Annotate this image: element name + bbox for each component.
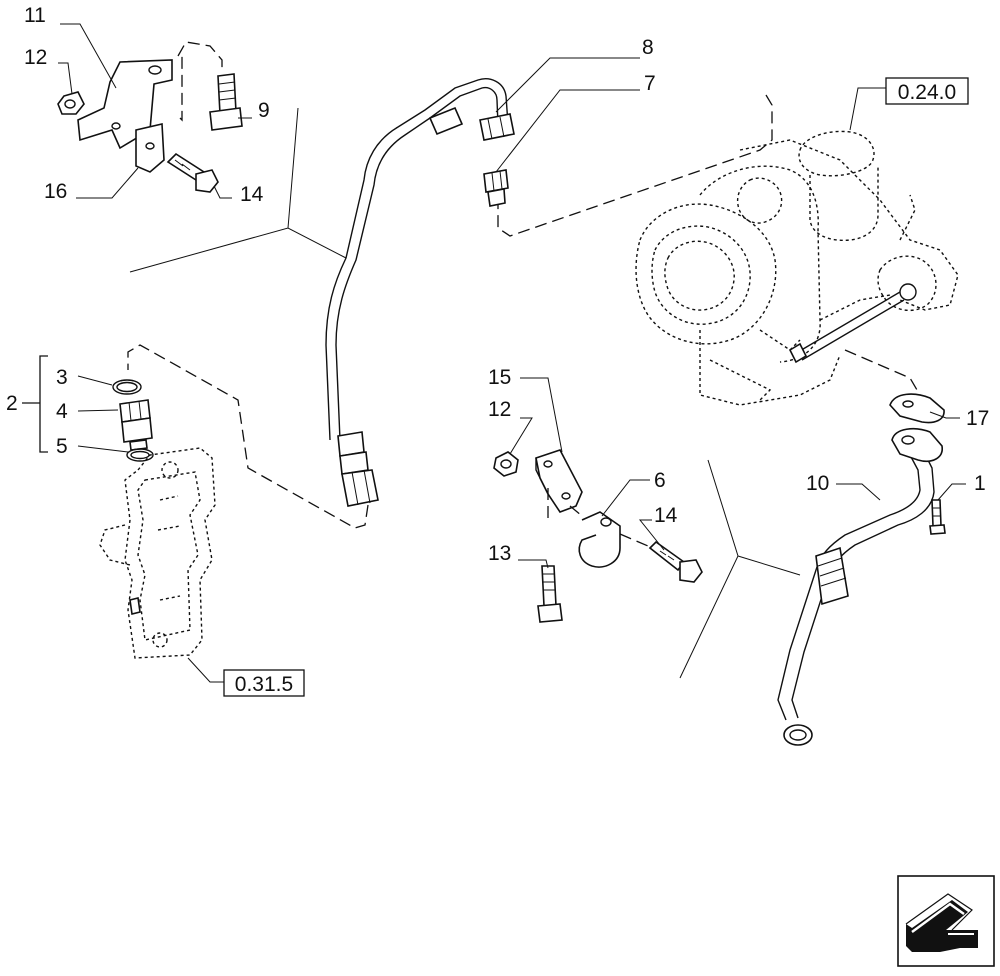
seal-upper <box>112 379 142 395</box>
leader-12-middle <box>509 417 533 455</box>
pressure-sensor <box>119 399 153 451</box>
callout-14-middle: 14 <box>654 504 678 527</box>
direction-arrow-icon[interactable] <box>897 875 995 967</box>
p-clamp <box>578 511 621 568</box>
bolt-thirteen <box>537 565 563 623</box>
bolt-one <box>929 499 946 535</box>
reference-turbocharger[interactable]: 0.24.0 <box>849 77 969 131</box>
reference-label-filter: 0.31.5 <box>235 673 293 696</box>
group-bracket-two <box>22 355 48 453</box>
callout-12-middle: 12 <box>488 398 511 421</box>
assembly-line-pipe-to-filter <box>127 344 369 529</box>
callout-12-upper: 12 <box>24 46 47 69</box>
callout-14-upper: 14 <box>240 183 264 206</box>
banjo-fitting <box>483 169 509 207</box>
leader-10 <box>836 483 881 501</box>
filter-head <box>99 447 216 659</box>
callout-11: 11 <box>24 4 46 27</box>
leader-17 <box>929 411 960 419</box>
assembly-line-clamp <box>569 505 649 547</box>
assembly-line-turbo-to-gasket <box>844 349 921 396</box>
callout-15: 15 <box>488 366 511 389</box>
leader-5 <box>77 445 129 453</box>
callout-16: 16 <box>44 180 67 203</box>
leader-4 <box>77 409 119 412</box>
callout-10: 10 <box>806 472 829 495</box>
callout-5: 5 <box>56 435 68 458</box>
assembly-line-turbo-to-fitting <box>497 94 773 237</box>
bracket-middle <box>535 449 583 513</box>
turbocharger-outline <box>635 130 959 406</box>
bolt-middle <box>648 540 703 583</box>
assembly-line-bracket-to-bolt <box>177 41 223 122</box>
pipe-group-leader <box>129 107 347 273</box>
leader-6 <box>601 479 650 517</box>
leader-16 <box>76 167 139 199</box>
leader-14-middle <box>638 519 665 551</box>
return-pipe-group-leader <box>679 459 801 679</box>
oil-return-pipe <box>777 427 943 746</box>
bolt-nine <box>209 73 243 131</box>
leader-14-upper <box>213 185 232 199</box>
leader-7 <box>495 89 640 173</box>
leader-3 <box>77 375 113 386</box>
callout-7: 7 <box>644 72 656 95</box>
reference-filter-head[interactable]: 0.31.5 <box>187 657 305 697</box>
nut-middle <box>493 451 519 477</box>
gasket <box>889 393 945 424</box>
seal-lower <box>126 448 154 462</box>
callout-6: 6 <box>654 469 666 492</box>
callout-1: 1 <box>974 472 986 495</box>
leader-13 <box>518 559 549 569</box>
callout-3: 3 <box>56 366 68 389</box>
bracket-upper <box>77 59 173 173</box>
nut-upper <box>57 91 85 115</box>
callout-8: 8 <box>642 36 654 59</box>
leader-15 <box>520 377 563 453</box>
callout-13: 13 <box>488 542 511 565</box>
callout-17: 17 <box>966 407 989 430</box>
leader-12-upper <box>58 62 73 95</box>
callout-4: 4 <box>56 400 68 423</box>
bolt-upper <box>166 152 219 193</box>
callout-2: 2 <box>6 392 18 415</box>
oil-feed-pipe <box>325 78 515 507</box>
reference-label-turbo: 0.24.0 <box>898 81 956 104</box>
leader-11 <box>60 23 117 89</box>
leader-1 <box>937 483 966 501</box>
leader-8 <box>495 57 640 113</box>
callout-9: 9 <box>258 99 270 122</box>
